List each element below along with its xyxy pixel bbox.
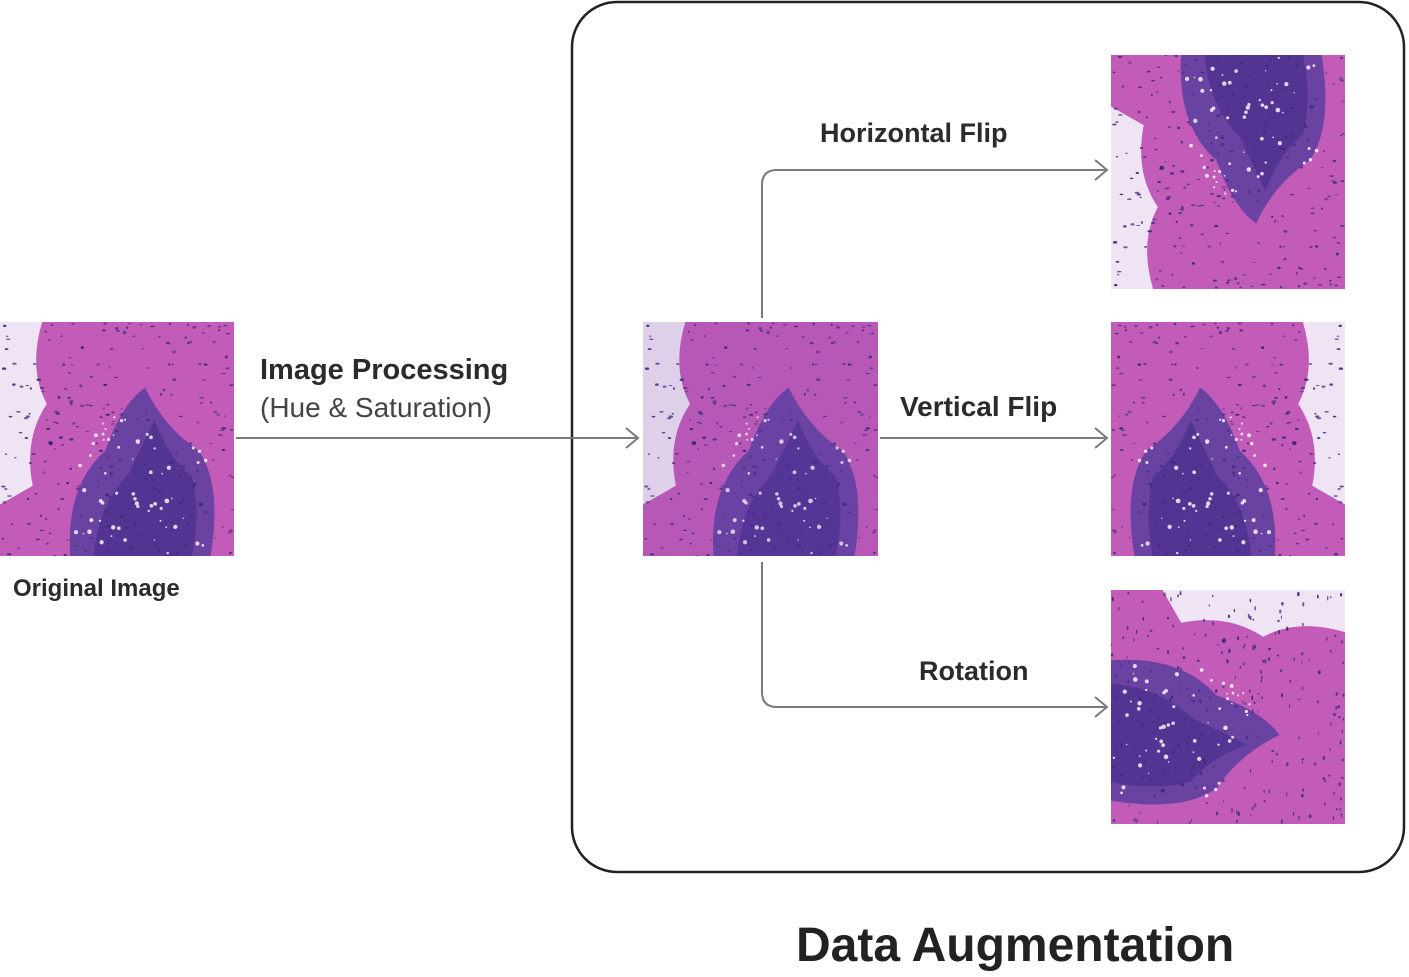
tissue-texture (1111, 590, 1345, 824)
vertical-flip-arrow-head (1094, 427, 1109, 449)
rotation-label: Rotation (919, 656, 1029, 686)
horizontal-flip-arrow (761, 169, 1105, 318)
original-image (0, 322, 234, 556)
rotation-image (1111, 590, 1345, 824)
data-augmentation-title: Data Augmentation (796, 919, 1235, 972)
vertical-flip-label: Vertical Flip (900, 391, 1058, 422)
processed-image (643, 322, 878, 556)
original-image-label: Original Image (13, 575, 180, 602)
tissue-texture (1111, 55, 1345, 289)
vertical-flip-image (1111, 322, 1345, 556)
rotation-arrow-head (1094, 696, 1109, 718)
tissue-texture (643, 322, 878, 556)
horizontal-flip-image (1111, 55, 1345, 289)
tissue-texture (0, 322, 234, 556)
tissue-texture (1111, 322, 1345, 556)
rotation-arrow (761, 562, 1105, 708)
processing-subtitle: (Hue & Saturation) (260, 392, 492, 423)
processing-title: Image Processing (260, 354, 509, 386)
horizontal-flip-arrow-head (1094, 159, 1109, 181)
horizontal-flip-label: Horizontal Flip (820, 118, 1008, 148)
processing-arrow-head (625, 427, 640, 449)
